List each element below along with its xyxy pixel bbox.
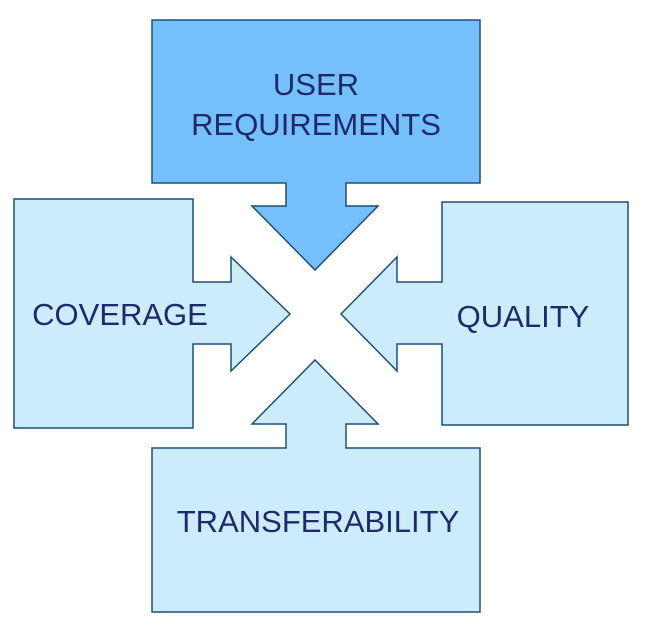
coverage-arrow-shape <box>13 198 292 429</box>
user-requirements-label-line2: REQUIREMENTS <box>191 107 441 142</box>
user-requirements-arrow-shape <box>151 19 481 272</box>
quality-block: QUALITY <box>339 201 629 426</box>
user-requirements-label-line1: USER <box>273 67 359 102</box>
transferability-block: TRANSFERABILITY <box>151 358 481 613</box>
coverage-label: COVERAGE <box>32 297 208 332</box>
quality-label: QUALITY <box>457 299 590 334</box>
quality-arrow-shape <box>339 201 629 426</box>
user-requirements-block: USER REQUIREMENTS <box>151 19 481 272</box>
transferability-arrow-shape <box>151 358 481 613</box>
transferability-label: TRANSFERABILITY <box>177 504 460 539</box>
coverage-block: COVERAGE <box>13 198 292 429</box>
